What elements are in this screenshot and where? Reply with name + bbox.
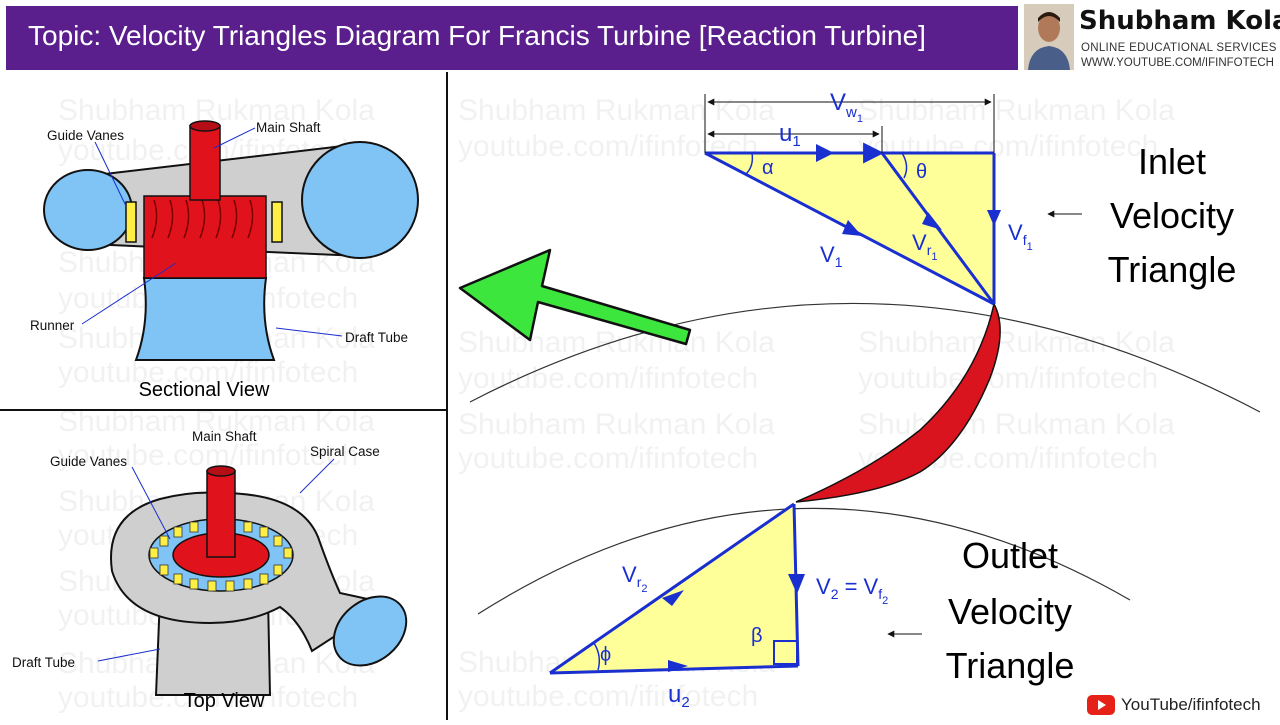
watermark: Shubham Rukman Kola youtube.com/ifinfote… bbox=[458, 94, 1175, 713]
caption-sectional-view: Sectional View bbox=[139, 379, 270, 401]
label-main-shaft: Main Shaft bbox=[256, 120, 321, 135]
label-guide-vanes: Guide Vanes bbox=[50, 454, 127, 469]
watermark-text: Shubham Rukman Kola bbox=[858, 326, 1175, 359]
watermark-text: youtube.com/ifinfotech bbox=[858, 362, 1158, 395]
watermark-text: youtube.com/ifinfotech bbox=[458, 362, 758, 395]
watermark-text: Shubham Rukman Kola bbox=[458, 326, 775, 359]
brand-name: Shubham Kola bbox=[1079, 6, 1280, 36]
label-vr1: Vr1 bbox=[912, 230, 937, 263]
vertical-divider bbox=[446, 72, 448, 720]
velocity-triangles-panel: Shubham Rukman Kola youtube.com/ifinfote… bbox=[448, 72, 1280, 720]
caption-top-view: Top View bbox=[184, 690, 265, 712]
inlet-title-line1: Inlet bbox=[1138, 141, 1206, 182]
label-draft-tube: Draft Tube bbox=[12, 655, 75, 670]
label-main-shaft: Main Shaft bbox=[192, 429, 257, 444]
main-shaft bbox=[189, 125, 221, 201]
arrowhead bbox=[987, 210, 1001, 226]
shaft-top bbox=[206, 465, 236, 477]
watermark-text: Shubham Rukman Kola bbox=[458, 94, 775, 127]
watermark-text: youtube.com/ifinfotech bbox=[58, 439, 358, 472]
outlet-title-line2: Velocity bbox=[948, 591, 1072, 632]
inlet-title-line2: Velocity bbox=[1110, 195, 1234, 236]
watermark-text: Shubham Rukman Kola bbox=[858, 94, 1175, 127]
label-vf1: Vf1 bbox=[1008, 220, 1033, 253]
watermark-text: youtube.com/ifinfotech bbox=[458, 442, 758, 475]
runner-inlet-arc bbox=[469, 302, 1261, 413]
arrowhead bbox=[842, 220, 862, 236]
arrowhead bbox=[668, 660, 688, 672]
page-title: Topic: Velocity Triangles Diagram For Fr… bbox=[28, 20, 926, 51]
watermark-text: youtube.com/ifinfotech bbox=[458, 680, 758, 713]
watermark-text: youtube.com/ifinfotech bbox=[58, 356, 358, 389]
label-alpha: α bbox=[762, 157, 774, 179]
alpha-arc bbox=[745, 152, 754, 175]
spiral-case-outlet bbox=[332, 595, 408, 667]
youtube-play-icon bbox=[1087, 695, 1115, 715]
watermark-text: Shubham Rukman Kola bbox=[58, 411, 375, 438]
label-phi: ϕ bbox=[600, 644, 611, 666]
watermark-text: Shubham Rukman Kola bbox=[458, 408, 775, 441]
label-vr2: Vr2 bbox=[622, 562, 647, 595]
sectional-view-panel: Shubham Rukman Kola youtube.com/ifinfote… bbox=[0, 72, 446, 409]
label-runner: Runner bbox=[30, 318, 75, 333]
outlet-title-line3: Triangle bbox=[946, 645, 1075, 686]
label-beta: β bbox=[751, 625, 763, 647]
right-angle-mark bbox=[773, 640, 798, 665]
label-vw1: Vw1 bbox=[830, 89, 863, 125]
theta-arc bbox=[901, 152, 908, 179]
runner bbox=[143, 195, 267, 279]
runner-blade bbox=[795, 301, 1001, 503]
inlet-title-line3: Triangle bbox=[1108, 249, 1237, 290]
title-banner: Topic: Velocity Triangles Diagram For Fr… bbox=[6, 6, 1018, 70]
horizontal-divider bbox=[0, 409, 448, 411]
shaft-top bbox=[189, 120, 221, 132]
watermark-text: Shubham Rukman Kola bbox=[58, 94, 375, 127]
watermark-text: Shubham Rukman Kola bbox=[858, 408, 1175, 441]
arrowhead bbox=[922, 212, 942, 230]
youtube-link-label: YouTube/ifinfotech bbox=[1121, 695, 1261, 714]
main-shaft bbox=[206, 470, 236, 558]
brand-block[interactable]: Shubham Kola ONLINE EDUCATIONAL SERVICES… bbox=[1024, 4, 1280, 72]
casing-left-section bbox=[43, 169, 133, 251]
brand-url: WWW.YOUTUBE.COM/IFINFOTECH bbox=[1081, 57, 1274, 69]
arrowhead bbox=[788, 574, 805, 594]
youtube-badge[interactable]: YouTube/ifinfotech bbox=[1087, 694, 1277, 716]
green-pointer-arrow bbox=[458, 248, 692, 346]
outlet-title-line1: Outlet bbox=[962, 535, 1058, 576]
casing-right-section bbox=[301, 141, 419, 259]
draft-tube bbox=[134, 277, 276, 361]
avatar bbox=[1024, 4, 1074, 70]
label-draft-tube: Draft Tube bbox=[345, 330, 408, 345]
label-v2-equals-vf2: V2 = Vf2 bbox=[816, 574, 888, 607]
outlet-vr2-vector bbox=[549, 502, 795, 675]
arrowhead bbox=[662, 590, 684, 606]
guide-vanes bbox=[125, 201, 283, 243]
runner-outlet-arc bbox=[477, 507, 1131, 615]
label-spiral-case: Spiral Case bbox=[310, 444, 380, 459]
label-guide-vanes: Guide Vanes bbox=[47, 128, 124, 143]
label-u2: u2 bbox=[668, 681, 690, 711]
brand-tagline: ONLINE EDUCATIONAL SERVICES bbox=[1081, 42, 1277, 54]
label-theta: θ bbox=[916, 161, 927, 183]
top-view-panel: Shubham Rukman Kola youtube.com/ifinfote… bbox=[0, 405, 446, 720]
label-v1: V1 bbox=[820, 242, 843, 270]
guide-vanes bbox=[149, 518, 293, 592]
arrowhead bbox=[816, 144, 834, 162]
runner-blades bbox=[151, 199, 254, 239]
phi-arc bbox=[593, 642, 601, 671]
label-u1: u1 bbox=[779, 120, 801, 150]
